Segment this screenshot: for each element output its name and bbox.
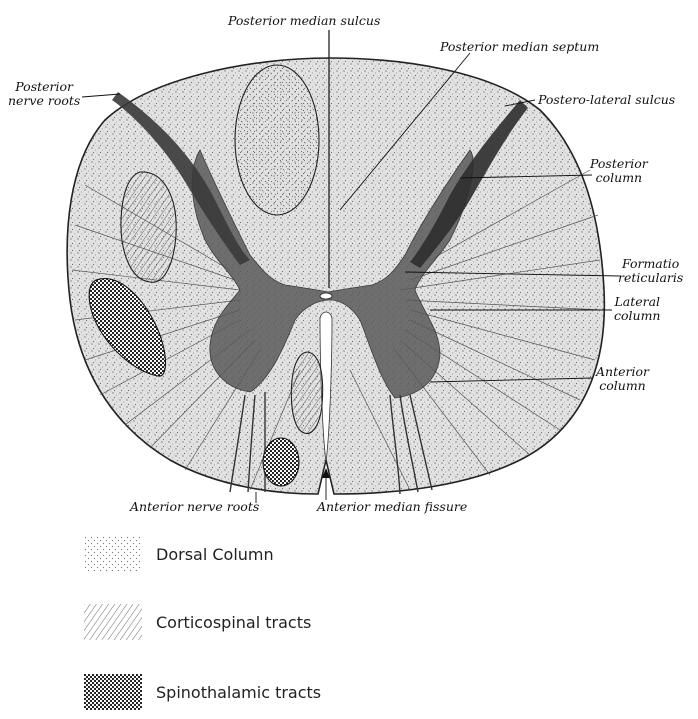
label-postero-lateral-sulcus: Postero-lateral sulcus (538, 93, 675, 107)
legend-label: Corticospinal tracts (156, 613, 311, 632)
anterior-corticospinal-region (291, 352, 322, 433)
label-posterior-nerve-roots: Posterior nerve roots (8, 80, 80, 108)
label-formatio-reticularis-line2: reticularis (618, 271, 683, 285)
legend-label: Spinothalamic tracts (156, 683, 321, 702)
label-posterior-nerve-roots-line1: Posterior (8, 80, 80, 94)
anterior-spinothalamic-region (263, 438, 299, 486)
left-corticospinal-region (121, 172, 176, 282)
spinothalamic-swatch (84, 674, 142, 710)
dorsal-column-swatch (84, 536, 142, 572)
legend-item-spinothalamic: Spinothalamic tracts (84, 672, 321, 712)
label-posterior-column-line1: Posterior (590, 157, 648, 171)
label-posterior-median-sulcus: Posterior median sulcus (228, 14, 380, 28)
label-posterior-column: Posterior column (590, 157, 648, 185)
label-lateral-column-line1: Lateral (614, 295, 660, 309)
label-posterior-nerve-roots-line2: nerve roots (8, 94, 80, 108)
label-posterior-median-septum: Posterior median septum (440, 40, 599, 54)
legend-label: Dorsal Column (156, 545, 274, 564)
label-anterior-column-line2: column (596, 379, 649, 393)
label-formatio-reticularis-line1: Formatio (618, 257, 683, 271)
label-formatio-reticularis: Formatio reticularis (618, 257, 683, 285)
central-canal (320, 293, 332, 299)
label-anterior-nerve-roots: Anterior nerve roots (130, 500, 259, 514)
label-anterior-median-fissure: Anterior median fissure (317, 500, 467, 514)
legend-item-corticospinal: Corticospinal tracts (84, 602, 311, 642)
label-anterior-column: Anterior column (596, 365, 649, 393)
label-posterior-column-line2: column (590, 171, 648, 185)
legend-item-dorsal-column: Dorsal Column (84, 534, 274, 574)
label-lateral-column-line2: column (614, 309, 660, 323)
label-lateral-column: Lateral column (614, 295, 660, 323)
corticospinal-swatch (84, 604, 142, 640)
label-anterior-column-line1: Anterior (596, 365, 649, 379)
dorsal-column-region (235, 65, 319, 215)
